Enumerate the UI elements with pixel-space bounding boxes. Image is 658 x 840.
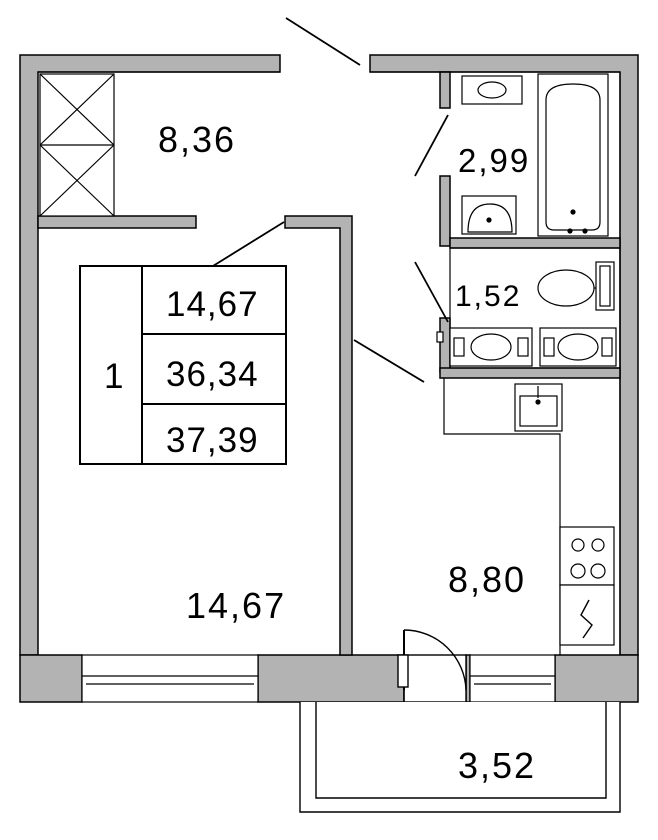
bathroom-door-leaf (414, 114, 449, 177)
balcony (299, 702, 621, 813)
toilet-bowl (537, 269, 595, 307)
total-area-balcony-label: 37,39 (166, 421, 259, 460)
hall-area-label: 8,36 (158, 119, 236, 160)
windows (81, 654, 556, 703)
wall-bathroom-left-top (439, 71, 451, 109)
balcony-area-label: 3,52 (458, 745, 536, 786)
toilet-area-label: 1,52 (455, 280, 521, 313)
wall-toilet-left (439, 317, 451, 373)
outer-wall-bottom-middle (257, 654, 405, 703)
wall-bathroom-bottom (449, 237, 621, 249)
outer-wall-bottom-right (554, 654, 639, 703)
rooms-count-label: 1 (104, 357, 124, 396)
bathroom-area-label: 2,99 (458, 142, 530, 179)
kitchen-appliance (559, 584, 615, 646)
outer-wall-bottom-left (19, 654, 83, 703)
walls (19, 54, 639, 703)
living-area-label: 14,67 (166, 285, 259, 324)
toilet-fixtures (449, 247, 621, 369)
balcony-door (397, 629, 467, 703)
toilet-door-leaf (414, 261, 449, 323)
entrance-door-leaf (285, 17, 361, 66)
living-room-door-leaf (212, 221, 285, 267)
closet (39, 73, 115, 217)
wall-hall-living (37, 215, 197, 229)
kitchen-area-label: 8,80 (448, 559, 526, 600)
heaters (436, 327, 617, 367)
living-room-area-label: 14,67 (186, 585, 286, 626)
kitchen-window (469, 654, 556, 703)
wall-living-kitchen (284, 215, 353, 656)
kitchen-fixtures (443, 378, 615, 655)
summary-table (79, 265, 287, 465)
living-room-window (81, 654, 259, 703)
bathroom-fixtures (461, 73, 609, 237)
stove (559, 526, 615, 586)
wall-toilet-bottom (439, 367, 621, 379)
wall-bathroom-left-bottom (439, 175, 451, 247)
total-area-label: 36,34 (166, 355, 259, 394)
kitchen-door-leaf (353, 339, 425, 383)
toilet-room-frame (449, 247, 621, 369)
